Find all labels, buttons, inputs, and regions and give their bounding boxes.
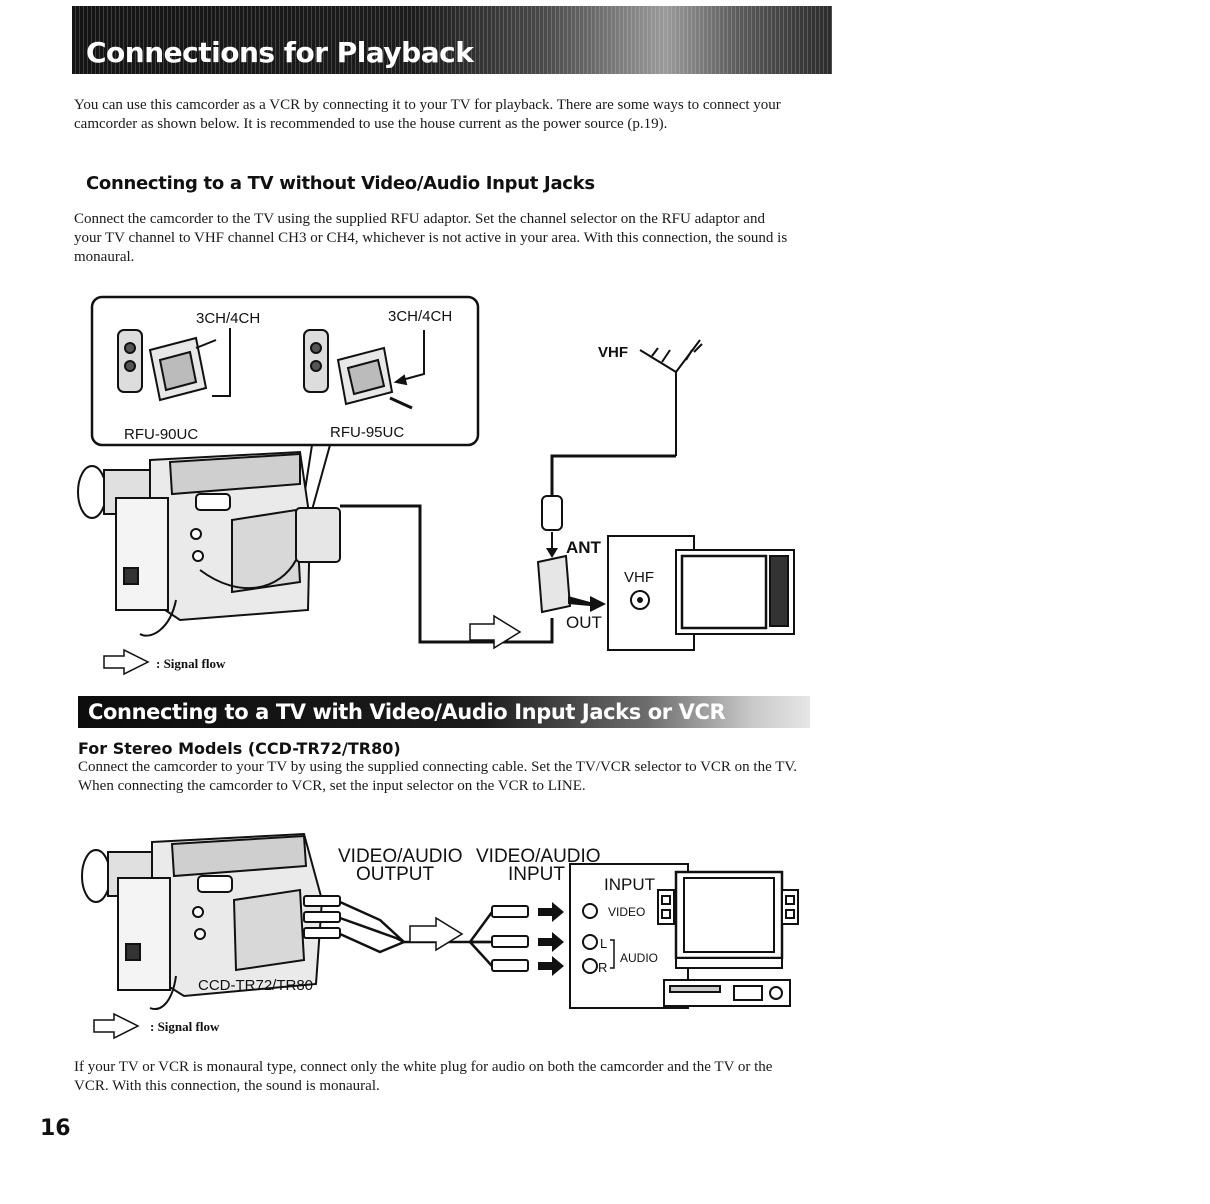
- section2-heading: Connecting to a TV with Video/Audio Inpu…: [88, 700, 726, 724]
- model-label: CCD-TR72/TR80: [198, 977, 313, 994]
- signal-flow-legend-icon-2: [93, 1012, 140, 1040]
- video-jack-label: VIDEO: [608, 905, 645, 919]
- out-arrow: [568, 596, 606, 612]
- section2-body: Connect the camcorder to your TV by usin…: [78, 759, 798, 794]
- input-label-line2: INPUT: [508, 864, 565, 885]
- rfu-90uc-adaptor-illustration: [117, 328, 231, 402]
- vhf-antenna-label: VHF: [598, 344, 628, 361]
- output-plugs: [303, 895, 341, 939]
- intro-paragraph: You can use this camcorder as a VCR by c…: [74, 97, 781, 132]
- page-title: Connections for Playback: [86, 36, 474, 69]
- vhf-antenna-illustration: [639, 339, 703, 456]
- output-label-line2: OUTPUT: [356, 864, 435, 885]
- vhf-tv-label: VHF: [624, 569, 654, 586]
- audio-right-jack: [582, 958, 598, 974]
- rfu-95uc-adaptor-illustration: [303, 329, 425, 410]
- channel-label-right: 3CH/4CH: [388, 308, 452, 325]
- av-signal-arrow: [409, 916, 464, 952]
- audio-label: AUDIO: [620, 951, 658, 965]
- adaptor-label-rfu95uc: RFU-95UC: [330, 424, 404, 441]
- ant-label: ANT: [566, 538, 602, 557]
- av-cable-right: [468, 911, 494, 967]
- page-number: 16: [40, 1116, 71, 1141]
- tv-illustration: [675, 549, 795, 635]
- output-label-line1: VIDEO/AUDIO: [338, 846, 463, 867]
- channel-label-left: 3CH/4CH: [196, 310, 260, 327]
- input-panel-label: INPUT: [604, 875, 655, 894]
- section2-banner: [78, 696, 810, 728]
- audio-right-label: R: [598, 960, 607, 975]
- signal-arrow: [469, 614, 522, 650]
- camcorder-stereo-illustration: [81, 832, 324, 1010]
- signal-flow-legend-label-2: : Signal flow: [150, 1019, 220, 1034]
- adaptor-label-rfu90uc: RFU-90UC: [124, 426, 198, 443]
- monaural-note: If your TV or VCR is monaural type, conn…: [74, 1059, 773, 1094]
- input-label-line1: VIDEO/AUDIO: [476, 846, 601, 867]
- section1-body: Connect the camcorder to the TV using th…: [74, 211, 788, 265]
- video-jack: [582, 903, 598, 919]
- out-label: OUT: [566, 613, 602, 632]
- signal-flow-legend-label: : Signal flow: [156, 656, 226, 671]
- antenna-plug: [541, 495, 563, 531]
- av-cable-left: [339, 900, 405, 954]
- audio-left-label: L: [600, 936, 607, 951]
- section2-subheading: For Stereo Models (CCD-TR72/TR80): [78, 739, 401, 758]
- tv-vcr-illustration: [657, 870, 799, 1007]
- signal-flow-legend-icon: [103, 648, 150, 676]
- title-banner: [72, 6, 832, 74]
- rfu-switch-box: [536, 554, 572, 614]
- camcorder-illustration: [77, 450, 341, 637]
- rf-cable: [340, 504, 554, 644]
- adaptor-callout-box: [90, 295, 480, 447]
- input-plugs: [491, 905, 529, 972]
- section1-heading: Connecting to a TV without Video/Audio I…: [86, 173, 595, 194]
- plug-arrows: [538, 902, 564, 976]
- audio-left-jack: [582, 934, 598, 950]
- antenna-cable: [550, 454, 676, 496]
